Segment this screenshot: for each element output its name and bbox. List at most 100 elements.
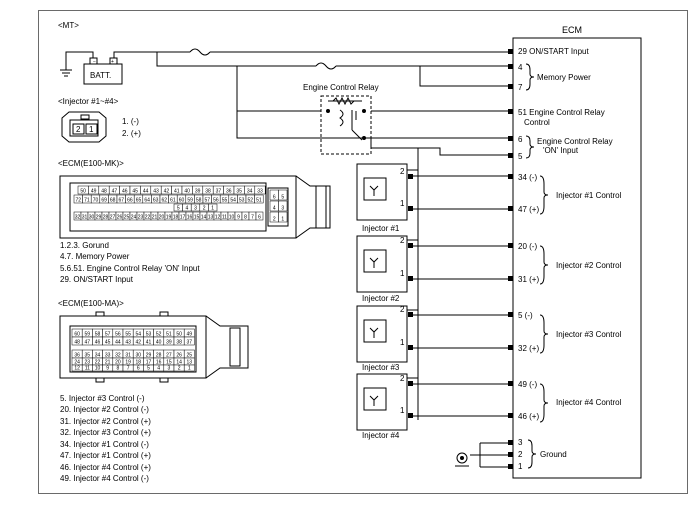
ma-pin-number: 16: [156, 360, 162, 366]
mk-pin-number: 40: [184, 189, 190, 195]
mk-pin-number: 4: [186, 206, 189, 212]
mk-pin-number: 35: [236, 189, 242, 195]
mk-pin-number: 6: [258, 215, 261, 221]
battery-ground: [60, 51, 94, 77]
pin-51-sublabel: Control: [524, 118, 550, 127]
ma-pin-number: 19: [125, 360, 131, 366]
ma-pin-number: 32: [115, 353, 121, 359]
ma-pin-number: 55: [125, 332, 131, 338]
mk-pin-number: 11: [222, 215, 227, 221]
ma-pin-number: 43: [125, 340, 131, 346]
ma-pin-number: 26: [176, 353, 182, 359]
relay-on-label-2: 'ON' Input: [543, 146, 579, 155]
mk-pin-number: 33: [257, 189, 263, 195]
ma-pin-number: 15: [166, 360, 172, 366]
mk-pin-number: 67: [119, 198, 125, 204]
mk-pin-number: 52: [248, 198, 254, 204]
injector-3: 2 1 Injector #3: [356, 305, 413, 372]
svg-text:46. Injector #4 Control (+): 46. Injector #4 Control (+): [60, 463, 151, 472]
mk-side-pin-number: 1: [281, 217, 284, 223]
mk-pin-cell: [254, 194, 264, 204]
svg-text:4.7. Memory Power: 4.7. Memory Power: [60, 252, 130, 261]
ecm-ground-symbol: [455, 452, 469, 467]
ma-pin-number: 21: [105, 360, 111, 366]
ma-pin-number: 28: [156, 353, 162, 359]
ma-pin-number: 60: [74, 332, 80, 338]
ma-pin-number: 13: [187, 360, 193, 366]
mk-side-pin-cell: [278, 200, 288, 212]
mk-pin-number: 28: [103, 215, 109, 221]
mk-pin-number: 55: [222, 198, 228, 204]
svg-text:5. Injector #3 Control (-): 5. Injector #3 Control (-): [60, 394, 145, 403]
ma-pin-number: 2: [178, 366, 181, 372]
mk-pin-number: 5: [177, 206, 180, 212]
ma-pin-number: 9: [106, 366, 109, 372]
mk-pin-number: 49: [91, 189, 97, 195]
pin-5-label: 5: [518, 152, 523, 161]
battery-symbol: − + BATT.: [83, 57, 123, 85]
ma-pin-number: 6: [137, 366, 140, 372]
ma-pin-number: 20: [115, 360, 121, 366]
mk-pin-number: 20: [159, 215, 165, 221]
injector-1-label: Injector #1: [362, 224, 400, 233]
svg-text:1: 1: [400, 406, 405, 415]
mk-side-pin-number: 2: [273, 217, 276, 223]
mk-pin-number: 36: [226, 189, 232, 195]
svg-text:1: 1: [400, 199, 405, 208]
ma-pin-number: 50: [176, 332, 182, 338]
injector-1: 2 1 Injector #1: [356, 163, 413, 233]
mk-pin-number: 69: [101, 198, 107, 204]
svg-text:47. Injector #1 Control (+): 47. Injector #1 Control (+): [60, 451, 151, 460]
ma-pin-number: 33: [105, 353, 111, 359]
mk-side-pin-number: 3: [281, 206, 284, 212]
mk-pin-number: 64: [144, 198, 150, 204]
mk-pin-number: 38: [205, 189, 211, 195]
svg-text:31. Injector #2 Control (+): 31. Injector #2 Control (+): [60, 417, 151, 426]
mk-pin-number: 26: [117, 215, 123, 221]
svg-text:20. Injector #2 Control (-): 20. Injector #2 Control (-): [60, 405, 149, 414]
mk-pin-number: 60: [179, 198, 185, 204]
pin-29-label: 29 ON/START Input: [518, 47, 589, 56]
ma-pin-number: 22: [95, 360, 101, 366]
mk-pin-number: 62: [162, 198, 168, 204]
inj4-neg-pin: 49 (-): [518, 380, 537, 389]
mk-pin-number: 68: [110, 198, 116, 204]
mk-pin-number: 24: [131, 215, 137, 221]
mk-pin-number: 57: [205, 198, 211, 204]
ma-pin-number: 3: [168, 366, 171, 372]
mk-pin-number: 65: [136, 198, 142, 204]
ma-pin-number: 5: [147, 366, 150, 372]
mk-pin-number: 48: [101, 189, 107, 195]
svg-text:5.6.51. Engine Control Relay ': 5.6.51. Engine Control Relay 'ON' Input: [60, 264, 200, 273]
ma-pin-number: 30: [136, 353, 142, 359]
inj4-pos-pin: 46 (+): [518, 412, 539, 421]
ma-pin-number: 37: [187, 340, 193, 346]
ecm-title: ECM: [562, 25, 582, 35]
mk-pin-number: 39: [195, 189, 201, 195]
ma-pin-number: 36: [74, 353, 80, 359]
svg-text:2: 2: [400, 236, 405, 245]
ma-pin-number: 52: [156, 332, 162, 338]
mk-pin-number: 66: [127, 198, 133, 204]
svg-text:2: 2: [400, 167, 405, 176]
inj4-control-label: Injector #4 Control: [556, 398, 622, 407]
svg-text:2: 2: [400, 305, 405, 314]
mk-pin-cell: [254, 185, 266, 195]
mk-side-pin-number: 5: [281, 195, 284, 201]
mk-pin-number: 1: [211, 206, 214, 212]
svg-text:2: 2: [76, 125, 81, 134]
ma-pin-number: 7: [127, 366, 130, 372]
svg-text:1: 1: [89, 125, 94, 134]
ma-pin-number: 40: [156, 340, 162, 346]
wiring: [113, 48, 510, 420]
ma-pin-number: 34: [95, 353, 101, 359]
memory-power-label: Memory Power: [537, 73, 591, 82]
inj1-control-label: Injector #1 Control: [556, 191, 622, 200]
mk-pin-number: 7: [251, 215, 254, 221]
mk-pin-number: 15: [194, 215, 200, 221]
ma-pin-number: 54: [136, 332, 142, 338]
ecm-ma-legend: 5. Injector #3 Control (-) 20. Injector …: [60, 394, 151, 483]
mk-pin-number: 3: [194, 206, 197, 212]
mk-pin-number: 17: [180, 215, 186, 221]
